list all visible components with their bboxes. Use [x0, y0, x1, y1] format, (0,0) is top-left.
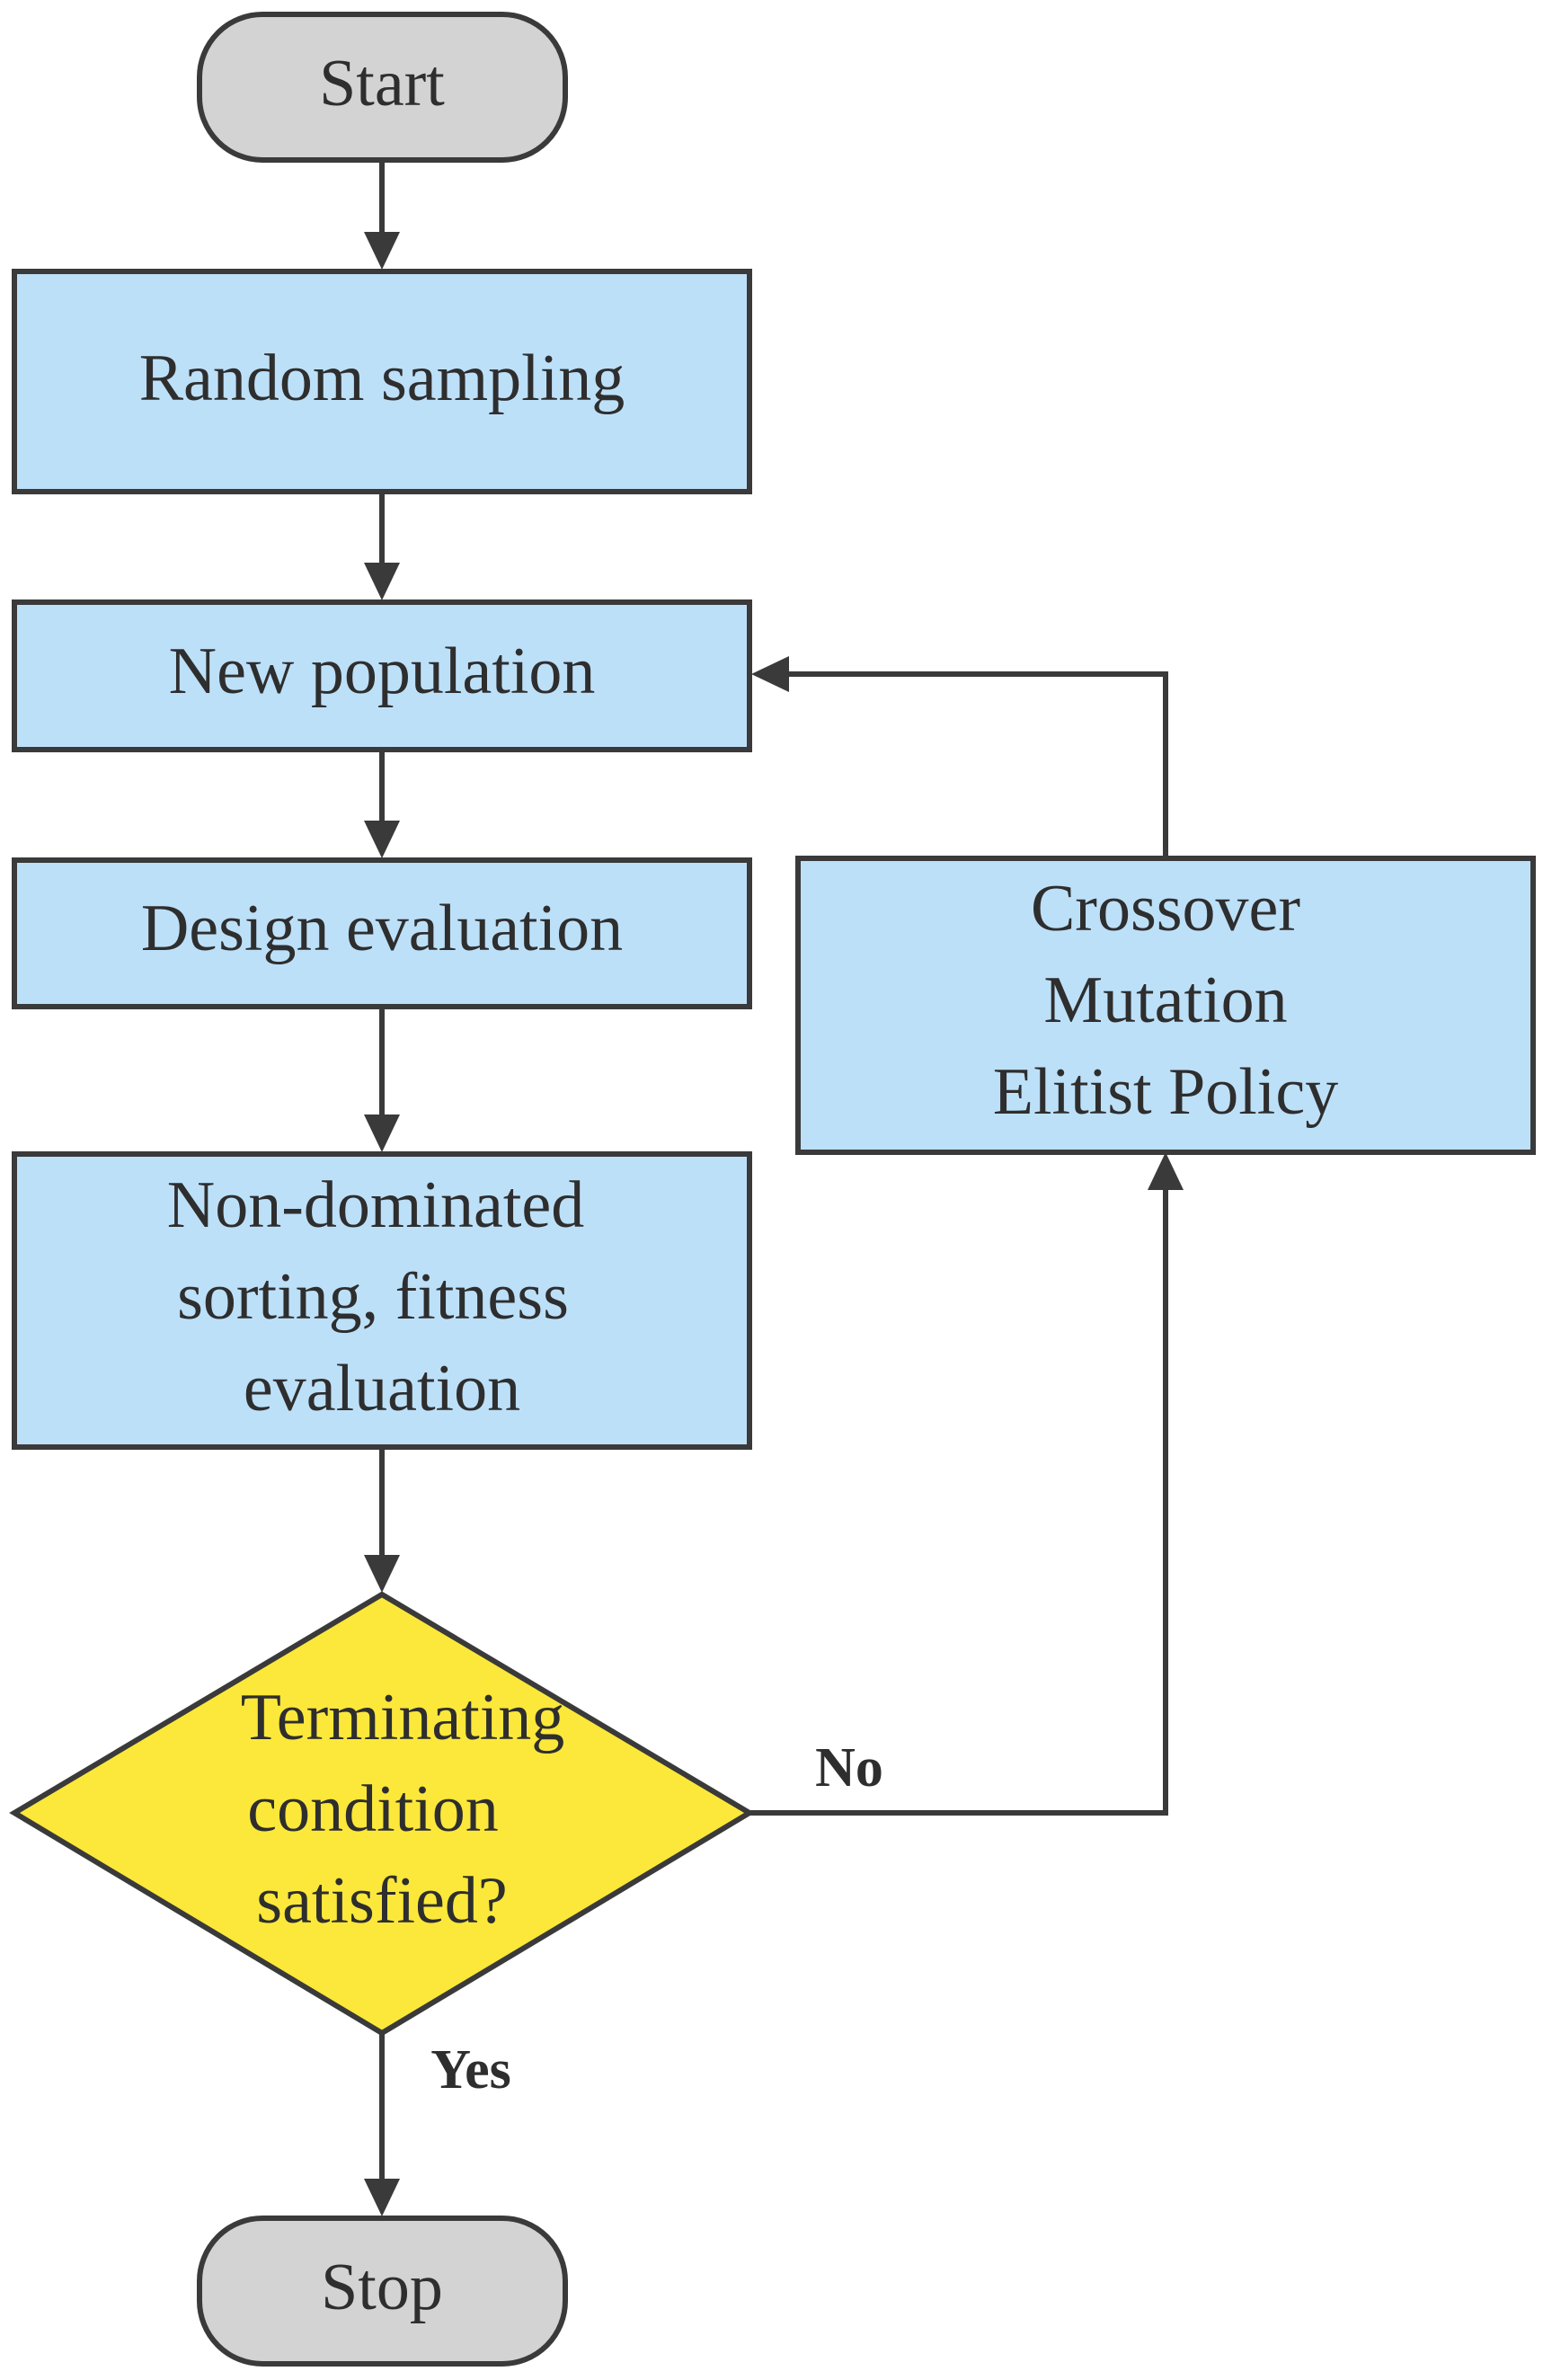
new-population-box — [12, 599, 752, 752]
arrowhead-decision — [364, 1555, 400, 1593]
decision-node: Terminating condition satisfied? — [9, 1591, 755, 2037]
random-sampling-box — [12, 269, 752, 494]
arrowhead-random-sampling — [364, 232, 400, 270]
stop-terminal-shape — [197, 2216, 568, 2367]
design-evaluation-box — [12, 857, 752, 1009]
operators-node: Crossover Mutation Elitist Policy — [795, 856, 1536, 1155]
random-sampling-label: Random sampling — [139, 342, 625, 415]
start-label: Start — [319, 47, 445, 120]
design-evaluation-node: Design evaluation — [12, 857, 752, 1009]
edge-decision-to-operators — [749, 1190, 1168, 1816]
operators-label-crossover: Crossover — [1031, 872, 1300, 946]
operators-label-elitist-policy: Elitist Policy — [993, 1055, 1338, 1129]
arrowhead-new-population — [364, 563, 400, 600]
arrowhead-loop-new-population — [751, 656, 789, 692]
start-node: Start — [197, 12, 568, 163]
start-terminal-shape — [197, 12, 568, 163]
edge-label-yes: Yes — [430, 2039, 511, 2100]
operators-label-mutation: Mutation — [1043, 964, 1287, 1037]
arrowhead-sorting — [364, 1115, 400, 1152]
arrowhead-operators — [1148, 1152, 1184, 1190]
edge-label-no: No — [815, 1737, 883, 1798]
connectors — [364, 160, 1184, 2216]
sorting-label-line-3: evaluation — [244, 1352, 520, 1425]
stop-node: Stop — [197, 2216, 568, 2367]
new-population-node: New population — [12, 599, 752, 752]
sorting-label-line-1: Non-dominated — [167, 1168, 584, 1242]
new-population-label: New population — [169, 635, 596, 708]
sorting-box — [12, 1151, 752, 1450]
stop-label: Stop — [321, 2251, 443, 2324]
sorting-label-line-2: sorting, fitness — [177, 1260, 569, 1334]
random-sampling-node: Random sampling — [12, 269, 752, 494]
edge-operators-to-new-population — [789, 671, 1168, 857]
decision-label-line-1: Terminating — [241, 1681, 565, 1754]
design-evaluation-label: Design evaluation — [141, 892, 623, 965]
arrowhead-design-evaluation — [364, 821, 400, 858]
decision-label-line-3: satisfied? — [256, 1864, 507, 1938]
decision-label-line-2: condition — [247, 1772, 499, 1846]
decision-diamond — [9, 1591, 755, 2037]
arrowhead-stop — [364, 2179, 400, 2216]
sorting-node: Non-dominated sorting, fitness evaluatio… — [12, 1151, 752, 1450]
operators-box — [795, 856, 1536, 1155]
